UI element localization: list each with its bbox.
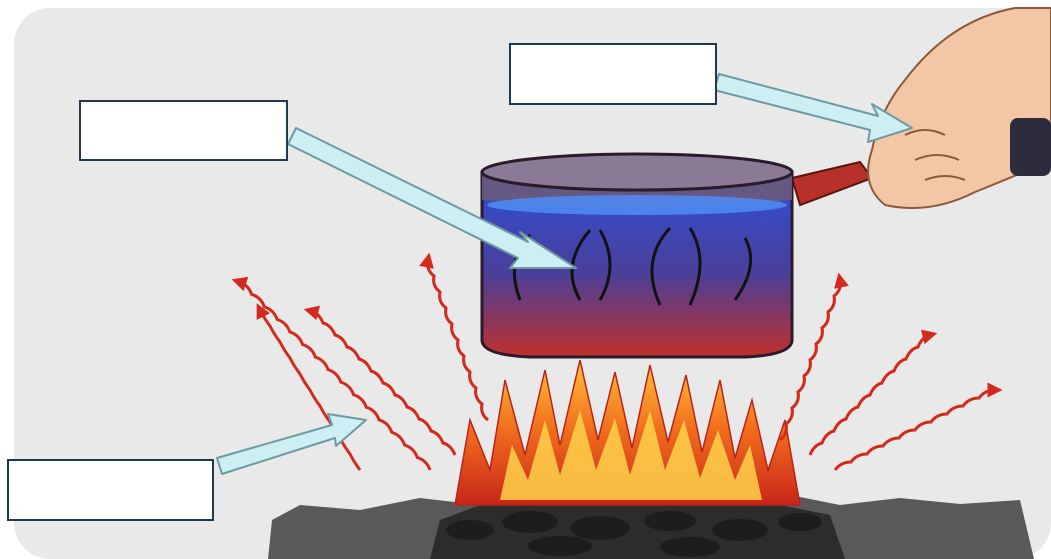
label-box-top-right[interactable]	[509, 43, 717, 105]
label-box-top-left[interactable]	[79, 100, 288, 161]
label-box-bottom-left[interactable]	[7, 459, 214, 521]
pot-rim	[482, 154, 792, 190]
water-surface	[487, 195, 787, 215]
